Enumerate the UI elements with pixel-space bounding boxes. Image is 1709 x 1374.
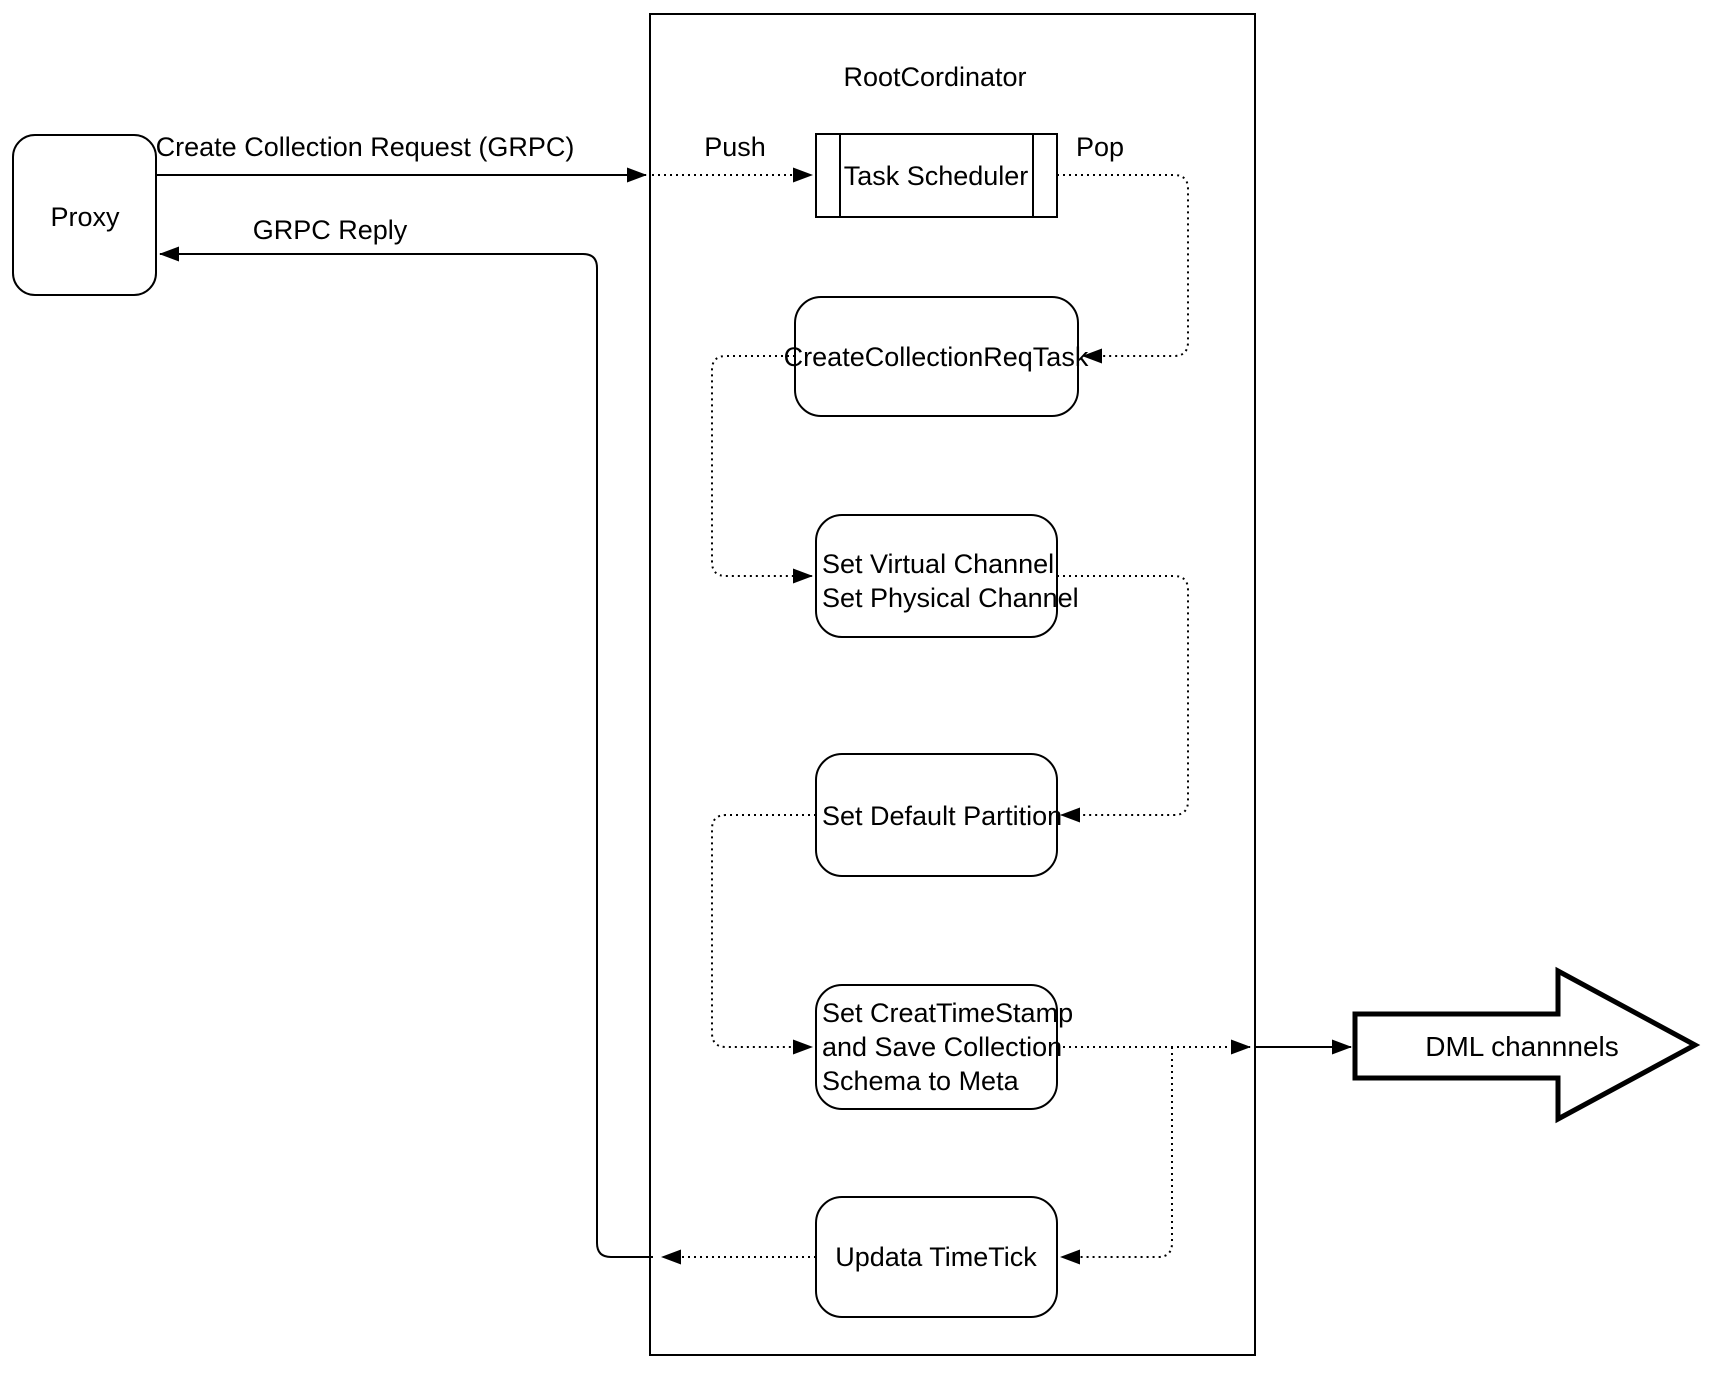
node-set-default-partition xyxy=(815,753,1058,877)
edge-label-grpc-reply: GRPC Reply xyxy=(253,215,408,245)
node-set-default-partition-label: Set Default Partition xyxy=(822,801,1062,831)
node-updata-timetick-label: Updata TimeTick xyxy=(835,1242,1037,1272)
node-set-creat-timestamp-line1: Set CreatTimeStamp xyxy=(822,998,1073,1028)
node-root-coordinator-title: RootCordinator xyxy=(843,62,1026,92)
edge-to-updata-timetick xyxy=(1060,1047,1173,1265)
node-set-creat-timestamp-line2: and Save Collection xyxy=(822,1032,1062,1062)
edge-to-set-virtual-channel xyxy=(711,355,813,584)
edge-to-set-creat-timestamp xyxy=(711,814,816,1055)
node-task-scheduler xyxy=(815,133,1058,218)
node-proxy-label: Proxy xyxy=(50,202,120,232)
node-set-creat-timestamp xyxy=(815,984,1058,1110)
node-dml-channels-label: DML channnels xyxy=(1425,1031,1619,1062)
edge-label-create-collection-request: Create Collection Request (GRPC) xyxy=(156,132,575,162)
edge-label-push: Push xyxy=(704,132,766,162)
edge-label-pop: Pop xyxy=(1076,132,1124,162)
node-updata-timetick xyxy=(815,1196,1058,1318)
node-create-collection-req-task-label: CreateCollectionReqTask xyxy=(784,342,1089,372)
node-proxy xyxy=(12,134,157,296)
node-set-virtual-channel-line1: Set Virtual Channel xyxy=(822,549,1054,579)
node-set-virtual-channel xyxy=(815,514,1058,638)
node-root-coordinator xyxy=(649,13,1256,1356)
node-task-scheduler-label: Task Scheduler xyxy=(844,161,1029,191)
edge-to-set-default-partition xyxy=(1057,575,1189,823)
edge-pop xyxy=(1057,174,1189,364)
node-create-collection-req-task xyxy=(794,296,1079,417)
node-set-creat-timestamp-line3: Schema to Meta xyxy=(822,1066,1020,1096)
edge-grpc-reply xyxy=(159,246,653,1258)
node-dml-channels-arrow xyxy=(1352,966,1701,1124)
node-set-virtual-channel-line2: Set Physical Channel xyxy=(822,583,1079,613)
